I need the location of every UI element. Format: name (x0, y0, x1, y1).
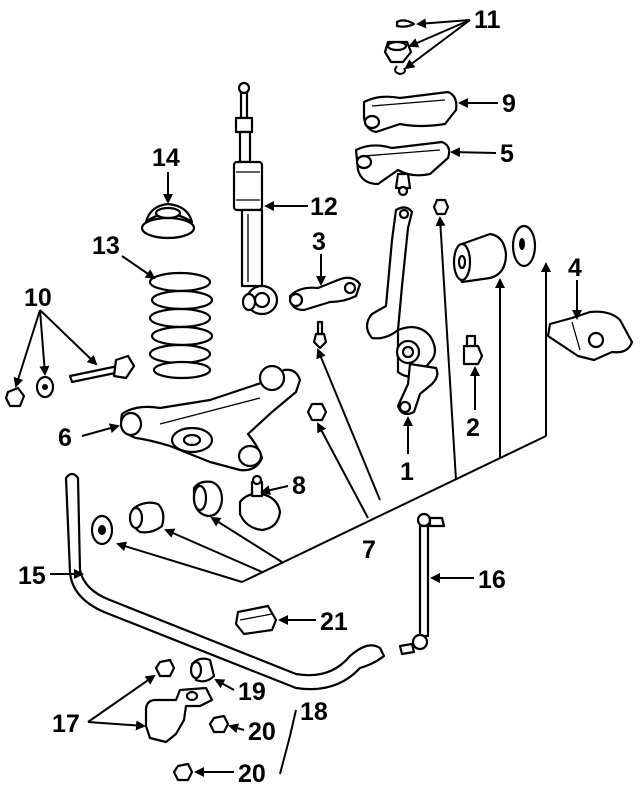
part-17-nut (154, 658, 176, 678)
callout-18: 18 (300, 698, 328, 726)
callout-5: 5 (500, 140, 514, 168)
part-21-bushing-block (234, 604, 278, 636)
part-2-bolt (462, 334, 484, 366)
callout-15: 15 (18, 562, 46, 590)
callout-20-upper: 20 (248, 718, 276, 746)
callout-19: 19 (238, 678, 266, 706)
part-3-steering-arm (288, 276, 362, 312)
part-6-lower-control-arm (119, 364, 302, 472)
bushing-cup (90, 514, 114, 546)
callout-17: 17 (52, 710, 80, 738)
part-17-clamp (144, 686, 214, 744)
callout-8: 8 (292, 472, 306, 500)
bushing-round (192, 480, 224, 518)
leader-lines (13, 18, 582, 777)
callout-12: 12 (310, 193, 338, 221)
part-11-hardware (383, 19, 416, 76)
part-4-bracket (546, 310, 634, 362)
callout-9: 9 (502, 90, 516, 118)
callout-16: 16 (478, 566, 506, 594)
callout-3: 3 (312, 228, 326, 256)
callout-11: 11 (474, 6, 501, 34)
part-19-bushing (189, 657, 216, 683)
callout-6: 6 (58, 424, 72, 452)
part-7-nut (306, 402, 328, 422)
callout-14: 14 (152, 144, 180, 172)
part-8-ball-joint (238, 474, 282, 532)
part-large-bushing (452, 232, 508, 284)
part-9-upper-control-arm (362, 90, 458, 134)
bolt-knuckle (312, 320, 328, 350)
part-15-stabilizer-bar (64, 472, 386, 691)
part-12-shock-absorber (232, 81, 279, 316)
bushing-barrel (128, 501, 165, 534)
part-20-nut-upper (208, 714, 230, 734)
callout-7: 7 (362, 536, 376, 564)
callout-4: 4 (568, 254, 582, 282)
callout-20-lower: 20 (238, 760, 266, 788)
callout-1: 1 (400, 458, 414, 486)
part-10-bolt-set (4, 354, 136, 408)
part-20-nut-lower (172, 762, 194, 782)
part-14-spring-seat (140, 202, 196, 240)
callout-labels: 11 9 5 14 12 3 13 4 10 2 6 1 8 7 15 16 2… (18, 6, 582, 788)
nut-upper (432, 198, 450, 216)
callout-13: 13 (92, 232, 120, 260)
part-washer (511, 224, 537, 268)
callout-2: 2 (466, 414, 480, 442)
callout-21: 21 (320, 608, 348, 636)
callout-10: 10 (24, 284, 52, 312)
part-5-upper-arm (354, 140, 451, 197)
part-1-steering-knuckle (365, 206, 439, 416)
part-16-stabilizer-link (398, 512, 446, 656)
part-13-coil-spring (148, 271, 214, 380)
